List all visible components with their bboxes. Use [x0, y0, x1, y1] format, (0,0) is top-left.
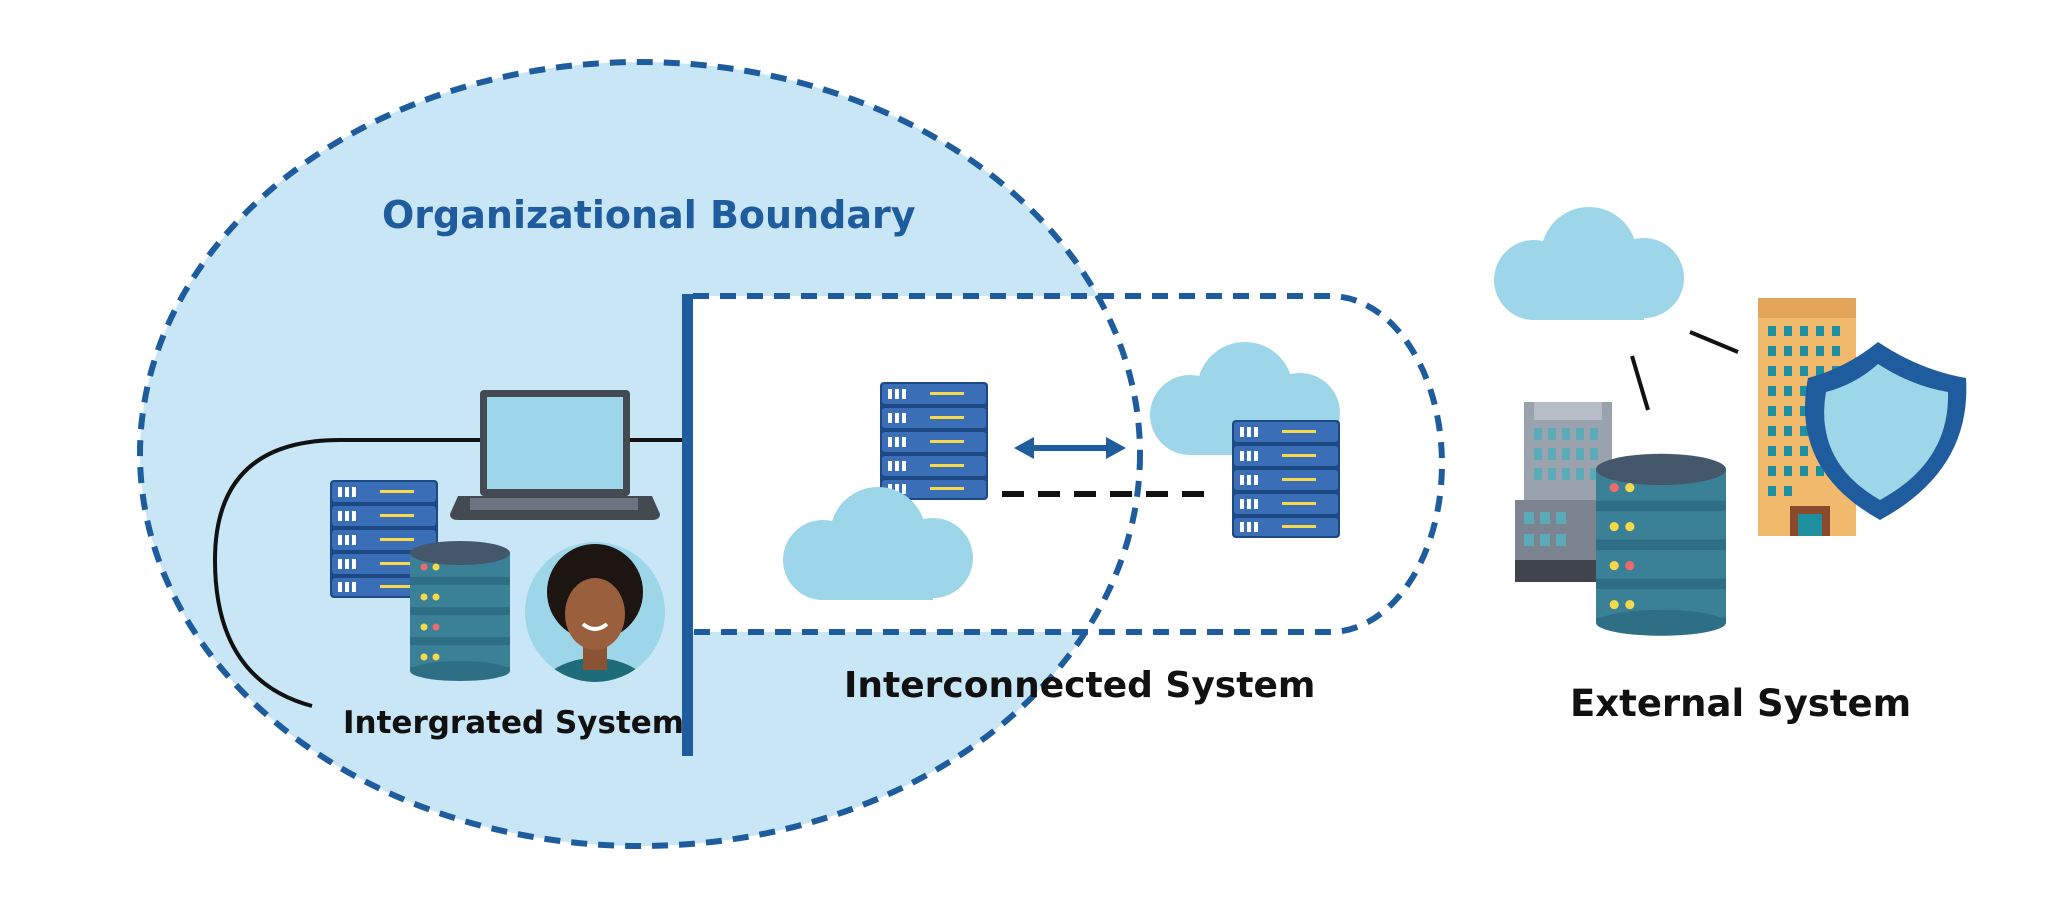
cloud-icon — [1494, 207, 1684, 320]
double-arrow-icon — [1014, 437, 1126, 459]
boundary-divider — [682, 294, 693, 756]
external-system-label: External System — [1570, 682, 1911, 725]
interconnected-boundary — [693, 293, 1445, 635]
laptop-icon — [450, 390, 660, 520]
server-icon — [1232, 420, 1340, 538]
server-icon — [880, 382, 988, 500]
connector-line — [1630, 355, 1650, 411]
connector-line — [1689, 330, 1739, 354]
shield-icon — [1805, 342, 1967, 520]
integrated-system-label: Intergrated System — [343, 705, 684, 741]
database-icon — [1596, 453, 1726, 636]
org-boundary-label: Organizational Boundary — [382, 193, 916, 237]
database-icon — [410, 541, 510, 681]
interconnected-system-label: Interconnected System — [844, 665, 1315, 706]
integrated-connector-line — [212, 438, 682, 708]
